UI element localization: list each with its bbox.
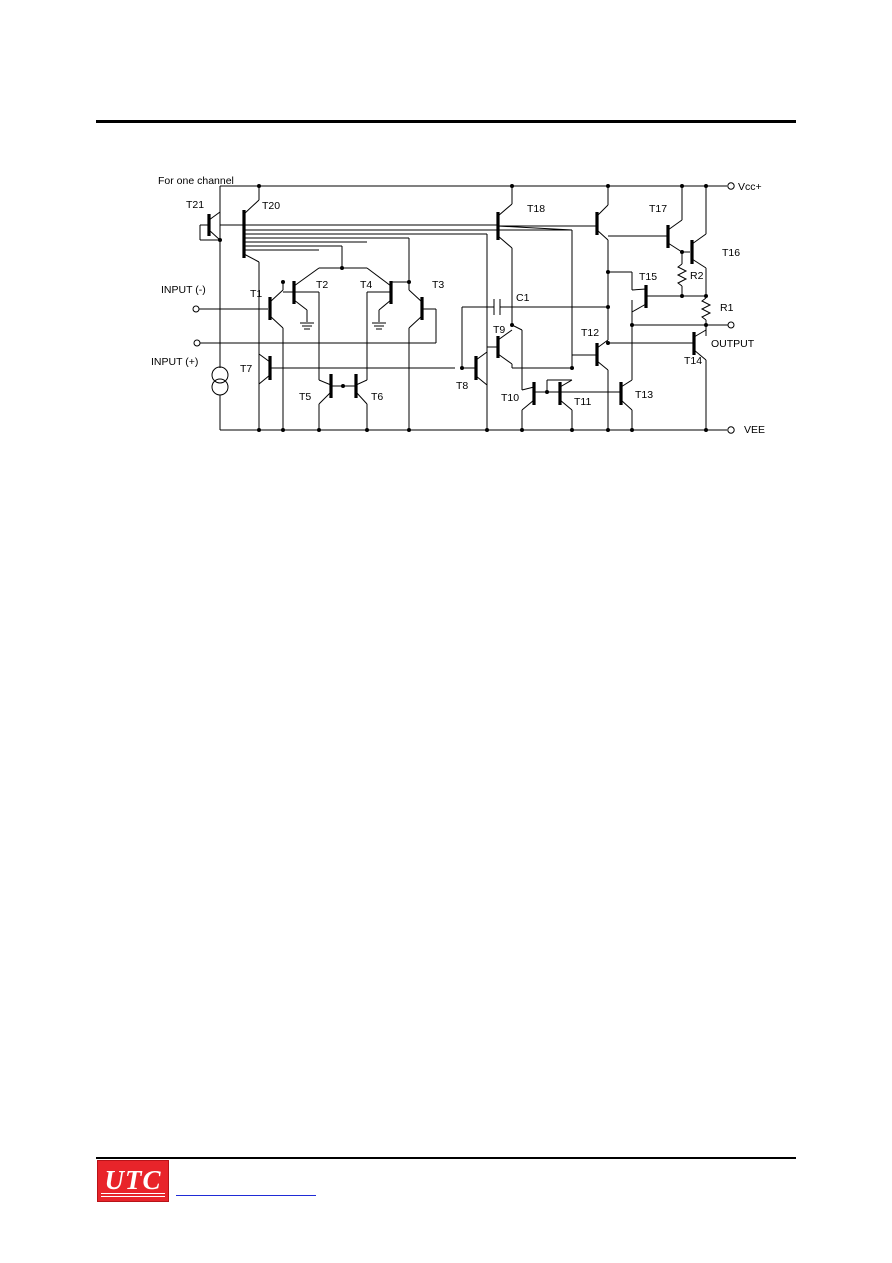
- footer-rule: [96, 1157, 796, 1159]
- output-stage: [595, 186, 735, 430]
- label-t7: T7: [240, 363, 252, 375]
- label-t21: T21: [186, 199, 204, 211]
- label-t9: T9: [493, 324, 505, 336]
- bias-transistors: [199, 186, 572, 430]
- vcc-label: Vcc+: [738, 181, 762, 193]
- current-source: [211, 186, 229, 430]
- vcc-terminal: [727, 182, 735, 190]
- label-t11: T11: [574, 396, 591, 408]
- label-t12: T12: [581, 327, 599, 339]
- output-label: OUTPUT: [711, 338, 755, 350]
- label-t5: T5: [299, 391, 311, 403]
- label-t10: T10: [501, 392, 519, 404]
- diagram-labels: For one channel Vcc+ VEE INPUT (-) INPUT…: [151, 175, 765, 436]
- label-t4: T4: [360, 279, 372, 291]
- label-t1: T1: [250, 288, 262, 300]
- label-t16: T16: [722, 247, 740, 259]
- vee-label: VEE: [744, 424, 765, 436]
- label-r1: R1: [720, 302, 734, 314]
- label-t2: T2: [316, 279, 328, 291]
- output-terminal: [727, 321, 735, 329]
- label-t17: T17: [649, 203, 667, 215]
- label-t15: T15: [639, 271, 657, 283]
- input-neg-label: INPUT (-): [161, 284, 206, 296]
- label-r2: R2: [690, 270, 704, 282]
- footer-link-underline[interactable]: [176, 1195, 316, 1196]
- label-t8: T8: [456, 380, 468, 392]
- input-neg-terminal: [192, 305, 200, 313]
- input-pos-terminal: [193, 339, 201, 347]
- label-c1: C1: [516, 292, 530, 304]
- logo-text: UTC: [104, 1165, 162, 1195]
- label-t13: T13: [635, 389, 653, 401]
- label-t18: T18: [527, 203, 545, 215]
- label-t6: T6: [371, 391, 383, 403]
- supply-rails: [220, 182, 735, 434]
- gain-stage: [460, 186, 610, 430]
- input-stage: [192, 238, 437, 430]
- channel-note: For one channel: [158, 175, 234, 187]
- output-driver: [521, 300, 633, 430]
- label-t20: T20: [262, 200, 280, 212]
- input-pos-label: INPUT (+): [151, 356, 198, 368]
- label-t3: T3: [432, 279, 444, 291]
- vee-terminal: [727, 426, 735, 434]
- utc-logo: UTC: [97, 1160, 169, 1202]
- header-rule: [96, 120, 796, 123]
- label-t14: T14: [684, 355, 702, 367]
- mirror-stage: [258, 353, 455, 430]
